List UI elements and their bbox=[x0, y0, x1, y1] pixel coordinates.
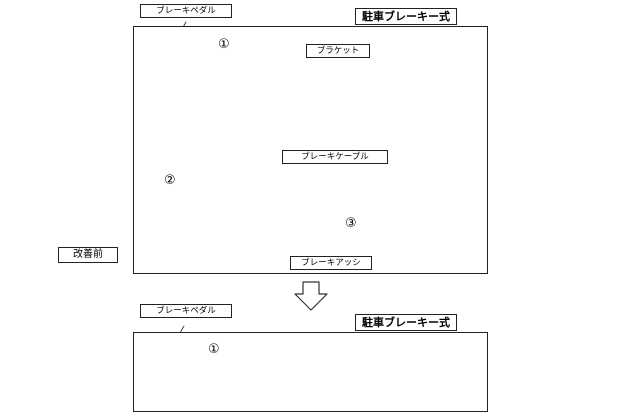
step-3-marker: ③ bbox=[345, 216, 357, 231]
after-improvement-panel bbox=[133, 332, 488, 412]
step-2-marker: ② bbox=[164, 173, 176, 188]
brake-assy-label: ブレーキアッシ bbox=[290, 256, 372, 270]
down-arrow bbox=[294, 281, 328, 311]
bottom-step-1-marker: ① bbox=[208, 342, 220, 357]
brake-cable-label: ブレーキケーブル bbox=[282, 150, 388, 164]
bottom-panel-title: 駐車ブレーキー式 bbox=[355, 314, 457, 331]
top-panel-title: 駐車ブレーキー式 bbox=[355, 8, 457, 25]
bottom-brake-pedal-label: ブレーキペダル bbox=[140, 304, 232, 318]
brake-pedal-label: ブレーキペダル bbox=[140, 4, 232, 18]
step-1-marker: ① bbox=[218, 37, 230, 52]
bracket-label: ブラケット bbox=[306, 44, 370, 58]
before-improvement-label: 改善前 bbox=[58, 247, 118, 263]
